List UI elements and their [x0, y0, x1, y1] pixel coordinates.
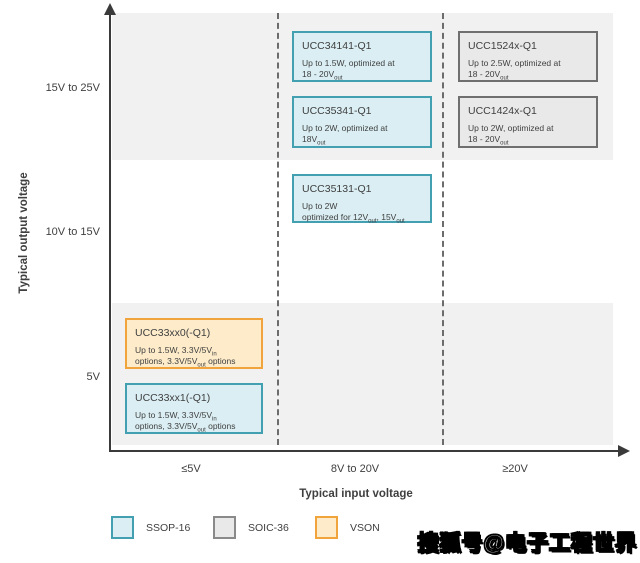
- y-tick-5v: 5V: [86, 371, 100, 383]
- legend-label: SOIC-36: [248, 521, 289, 534]
- y-axis-arrow-icon: [104, 3, 116, 15]
- y-axis-line: [109, 12, 111, 452]
- product-desc: Up to 1.5W, 3.3V/5Vin options, 3.3V/5Vou…: [135, 345, 236, 369]
- legend-item-ssop16: SSOP-16: [111, 516, 190, 539]
- product-name: UCC35341-Q1: [302, 105, 372, 117]
- legend-label: SSOP-16: [146, 521, 191, 534]
- product-box-ucc35341-q1: UCC35341-Q1 Up to 2W, optimized at 18Vou…: [292, 96, 432, 148]
- product-box-ucc1524x-q1: UCC1524x-Q1 Up to 2.5W, optimized at 18 …: [458, 31, 598, 82]
- x-axis-line: [109, 450, 619, 452]
- watermark: 搜狐号@电子工程世界: [417, 531, 637, 555]
- x-tick-le5v: ≤5V: [181, 463, 201, 475]
- product-desc: Up to 2.5W, optimized at 18 - 20Vout: [468, 58, 561, 82]
- legend-label: VSON: [350, 521, 380, 534]
- product-box-ucc35131-q1: UCC35131-Q1 Up to 2W optimized for 12Vou…: [292, 174, 432, 225]
- product-name: UCC33xx0(-Q1): [135, 327, 211, 339]
- column-divider-2: [442, 13, 444, 445]
- product-name: UCC1424x-Q1: [468, 105, 537, 117]
- legend-item-soic36: SOIC-36: [213, 516, 289, 539]
- product-box-ucc33xx1-q1: UCC33xx1(-Q1) Up to 1.5W, 3.3V/5Vin opti…: [125, 383, 263, 434]
- product-name: UCC33xx1(-Q1): [135, 392, 211, 404]
- product-box-ucc34141-q1: UCC34141-Q1 Up to 1.5W, optimized at 18 …: [292, 31, 432, 82]
- column-divider-1: [277, 13, 279, 445]
- product-name: UCC34141-Q1: [302, 40, 372, 52]
- legend-swatch-vson: [315, 516, 338, 539]
- x-tick-ge20v: ≥20V: [502, 463, 528, 475]
- product-desc: Up to 2W, optimized at 18Vout: [302, 123, 388, 147]
- x-tick-8v-20v: 8V to 20V: [330, 463, 380, 475]
- product-desc: Up to 1.5W, optimized at 18 - 20Vout: [302, 58, 395, 82]
- product-box-ucc1424x-q1: UCC1424x-Q1 Up to 2W, optimized at 18 - …: [458, 96, 598, 148]
- y-tick-15v-25v: 15V to 25V: [45, 82, 100, 94]
- legend-swatch-ssop16: [111, 516, 134, 539]
- product-name: UCC1524x-Q1: [468, 40, 537, 52]
- y-tick-10v-15v: 10V to 15V: [45, 226, 100, 238]
- legend-swatch-soic36: [213, 516, 236, 539]
- product-desc: Up to 2W, optimized at 18 - 20Vout: [468, 123, 554, 147]
- product-desc: Up to 1.5W, 3.3V/5Vin options, 3.3V/5Vou…: [135, 410, 236, 434]
- x-axis-arrow-icon: [618, 445, 630, 457]
- product-name: UCC35131-Q1: [302, 183, 372, 195]
- product-box-ucc33xx0-q1: UCC33xx0(-Q1) Up to 1.5W, 3.3V/5Vin opti…: [125, 318, 263, 369]
- product-desc: Up to 2W optimized for 12Vout, 15Vout: [302, 201, 405, 225]
- legend-item-vson: VSON: [315, 516, 380, 539]
- x-axis-title: Typical input voltage: [299, 488, 413, 500]
